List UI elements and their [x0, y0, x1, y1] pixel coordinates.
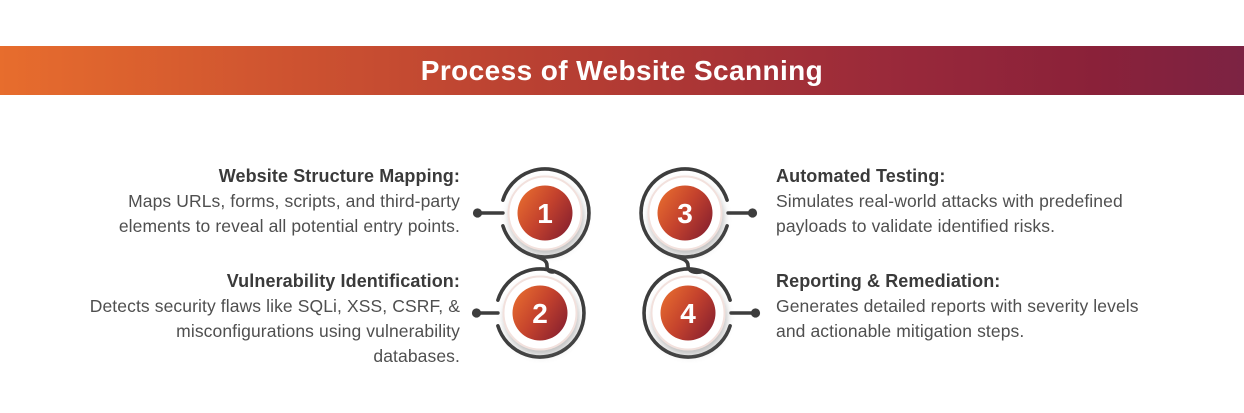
step-3-outline-ring — [639, 167, 729, 259]
step-2-body-line: databases. — [373, 346, 460, 366]
step-3-circle — [657, 185, 713, 241]
step-3-text-block: Automated Testing: Simulates real-world … — [776, 164, 1226, 239]
step-3-body-line: Simulates real-world attacks with predef… — [776, 191, 1123, 211]
step-4-circle — [660, 285, 716, 341]
step-2-connector-dot — [471, 308, 482, 318]
step-2-body-line: Detects security flaws like SQLi, XSS, C… — [89, 296, 460, 316]
left-pair-neck — [531, 253, 557, 274]
step-2-number: 2 — [532, 298, 548, 329]
step-2-heading: Vulnerability Identification: — [226, 271, 460, 291]
step-1-heading: Website Structure Mapping: — [218, 166, 460, 186]
step-1-number: 1 — [537, 198, 553, 229]
step-4-connector-dot — [750, 308, 761, 318]
step-1-body-line: elements to reveal all potential entry p… — [118, 216, 460, 236]
step-3-connector-dot — [747, 208, 758, 218]
process-diagram: 1 2 3 4 — [471, 167, 761, 359]
step-3-number: 3 — [677, 198, 693, 229]
step-4-heading: Reporting & Remediation: — [776, 271, 1001, 291]
step-1-outline-ring — [501, 167, 591, 259]
step-4-outline-ring — [642, 267, 732, 359]
step-1-text-block: Website Structure Mapping: Maps URLs, fo… — [20, 164, 460, 239]
title-banner: Process of Website Scanning — [0, 46, 1244, 95]
right-pair-neck — [671, 253, 705, 275]
step-4-number: 4 — [680, 298, 696, 329]
step-3-heading: Automated Testing: — [776, 166, 946, 186]
step-1-body-line: Maps URLs, forms, scripts, and third-par… — [128, 191, 460, 211]
step-4-text-block: Reporting & Remediation: Generates detai… — [776, 269, 1226, 344]
step-2-text-block: Vulnerability Identification: Detects se… — [20, 269, 460, 369]
step-2-outline-ring — [496, 267, 586, 359]
step-4-body-line: and actionable mitigation steps. — [776, 321, 1025, 341]
step-2-circle — [512, 285, 568, 341]
step-1-connector-dot — [472, 208, 483, 218]
page-title: Process of Website Scanning — [420, 54, 824, 86]
step-2-body-line: misconfigurations using vulnerability — [176, 321, 460, 341]
step-4-body-line: Generates detailed reports with severity… — [776, 296, 1139, 316]
step-3-body-line: payloads to validate identified risks. — [776, 216, 1056, 236]
step-1-circle — [517, 185, 573, 241]
